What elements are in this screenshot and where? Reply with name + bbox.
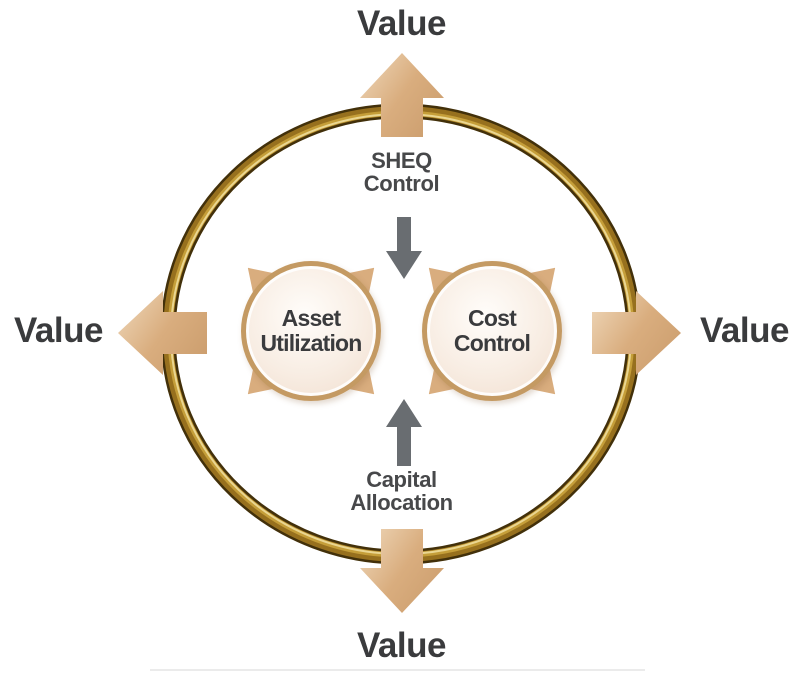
cost-control-node: Cost Control: [407, 246, 577, 416]
cost-control-line1: Cost: [468, 304, 517, 331]
cost-control-line2: Control: [453, 330, 531, 356]
cost-control-circle: Cost Control: [422, 261, 562, 401]
asset-utilization-line2: Utilization: [260, 330, 362, 356]
sheq-control-line2: Control: [363, 170, 440, 196]
sheq-control-label: SHEQ Control: [0, 148, 803, 196]
asset-utilization-line1: Asset: [281, 304, 341, 331]
value-label-left: Value: [14, 311, 103, 350]
value-label-top: Value: [357, 4, 446, 43]
capital-allocation-label: Capital Allocation: [0, 467, 803, 515]
capital-allocation-line2: Allocation: [350, 489, 453, 515]
bottom-edge-artifact: [150, 669, 645, 671]
value-label-right: Value: [700, 311, 789, 350]
asset-utilization-node: Asset Utilization: [226, 246, 396, 416]
value-label-bottom: Value: [357, 626, 446, 665]
asset-utilization-circle: Asset Utilization: [241, 261, 381, 401]
asset-utilization-label: Asset Utilization: [260, 304, 362, 357]
sheq-control-line1: SHEQ: [371, 148, 432, 173]
capital-allocation-line1: Capital: [366, 467, 437, 492]
cost-control-label: Cost Control: [453, 304, 531, 357]
